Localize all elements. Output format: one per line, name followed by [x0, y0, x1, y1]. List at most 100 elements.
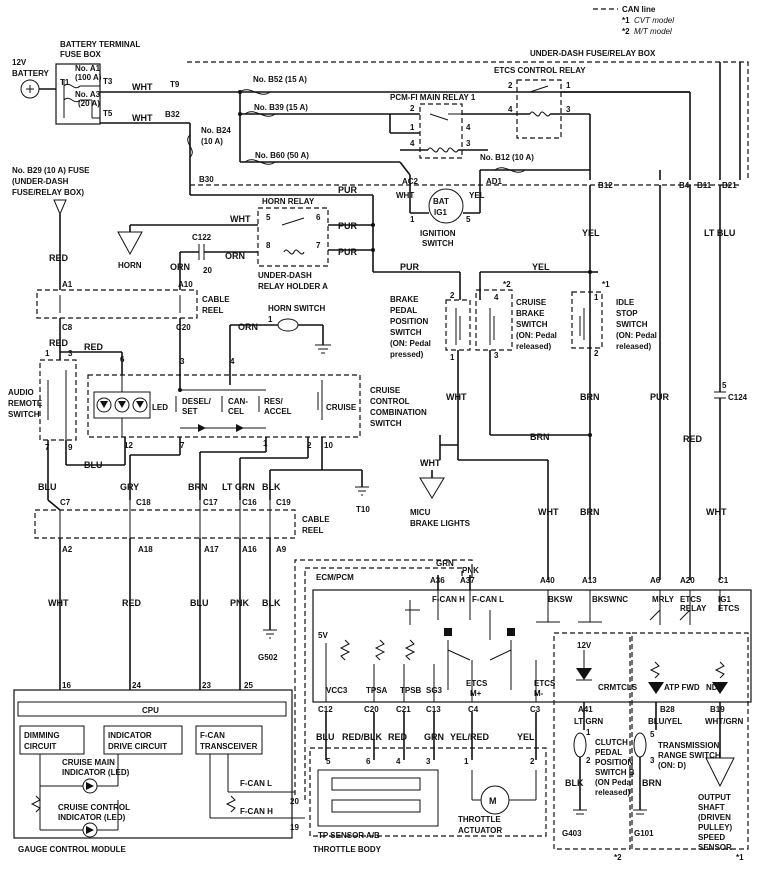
svg-text:REEL: REEL	[202, 306, 223, 315]
svg-text:A10: A10	[178, 280, 193, 289]
horn-switch: HORN SWITCH 1 ORN	[229, 304, 331, 375]
svg-text:WHT: WHT	[538, 507, 559, 517]
svg-text:released): released)	[516, 342, 551, 351]
svg-text:CIRCUIT: CIRCUIT	[24, 742, 57, 751]
svg-text:B4: B4	[679, 181, 690, 190]
svg-text:T10: T10	[356, 505, 370, 514]
svg-text:No. A3: No. A3	[75, 90, 101, 99]
svg-text:TRANSMISSION: TRANSMISSION	[658, 741, 720, 750]
svg-text:BATTERY: BATTERY	[12, 69, 50, 78]
svg-text:T5: T5	[103, 109, 113, 118]
svg-text:A36: A36	[430, 576, 445, 585]
svg-text:PUR: PUR	[400, 262, 420, 272]
svg-text:C122: C122	[192, 233, 212, 242]
svg-text:MICU: MICU	[410, 508, 431, 517]
svg-text:No. A1: No. A1	[75, 64, 101, 73]
svg-text:RELAY: RELAY	[680, 604, 707, 613]
svg-text:CRUISE: CRUISE	[516, 298, 547, 307]
svg-text:12V: 12V	[12, 58, 27, 67]
svg-text:7: 7	[316, 241, 321, 250]
svg-text:T3: T3	[103, 77, 113, 86]
svg-text:4: 4	[410, 139, 415, 148]
svg-text:A13: A13	[582, 576, 597, 585]
svg-text:SWITCH: SWITCH	[390, 328, 422, 337]
svg-text:WHT: WHT	[706, 507, 727, 517]
horn-relay: HORN RELAY 5 6 8 7 PUR PUR UNDER-DASH RE…	[257, 197, 373, 291]
svg-text:ETCS: ETCS	[534, 679, 556, 688]
svg-text:C17: C17	[203, 498, 218, 507]
svg-text:BRAKE LIGHTS: BRAKE LIGHTS	[410, 519, 471, 528]
svg-text:released): released)	[616, 342, 651, 351]
under-dash-box-label: UNDER-DASH FUSE/RELAY BOX	[530, 49, 656, 58]
svg-text:YEL: YEL	[469, 191, 485, 200]
svg-text:PCM-FI MAIN RELAY 1: PCM-FI MAIN RELAY 1	[390, 93, 476, 102]
svg-text:C1: C1	[718, 576, 729, 585]
svg-text:F-CAN H: F-CAN H	[240, 807, 273, 816]
svg-text:RED: RED	[388, 732, 408, 742]
audio-remote-switch: AUDIO REMOTE SWITCH 1 3 7 9 RED BLU BLU	[8, 342, 125, 500]
throttle-body: THROTTLE BODY BLU RED/BLK RED GRN YEL/RE…	[309, 712, 547, 854]
svg-text:BLU/YEL: BLU/YEL	[648, 717, 682, 726]
svg-text:20: 20	[203, 266, 212, 275]
svg-text:CLUTCH: CLUTCH	[595, 738, 628, 747]
svg-text:(100 A): (100 A)	[75, 73, 102, 82]
cruise-combination-switch: CRUISE CONTROL COMBINATION SWITCH 6 3 4 …	[87, 352, 427, 514]
svg-text:SWITCH: SWITCH	[370, 419, 402, 428]
svg-text:12: 12	[124, 441, 133, 450]
svg-text:(10 A): (10 A)	[201, 137, 223, 146]
svg-text:SWITCH: SWITCH	[8, 410, 40, 419]
svg-text:5: 5	[326, 757, 331, 766]
svg-text:(ON: Pedal: (ON: Pedal	[516, 331, 557, 340]
svg-text:CRUISE: CRUISE	[370, 386, 401, 395]
svg-text:IG1: IG1	[718, 595, 731, 604]
svg-text:CPU: CPU	[142, 706, 159, 715]
svg-text:WHT: WHT	[420, 458, 441, 468]
svg-text:C20: C20	[176, 323, 191, 332]
svg-text:SPEED: SPEED	[698, 833, 725, 842]
svg-text:*2: *2	[503, 280, 511, 289]
svg-text:LT BLU: LT BLU	[704, 228, 735, 238]
fuse-b24: No. B24 (10 A)	[187, 126, 231, 158]
svg-text:6: 6	[316, 213, 321, 222]
etcs-control-relay: ETCS CONTROL RELAY 2 1 4 3	[494, 66, 690, 180]
svg-text:BAT: BAT	[433, 197, 449, 206]
b12-yel-wire: YEL	[582, 185, 600, 580]
svg-text:4: 4	[466, 123, 471, 132]
svg-text:ACCEL: ACCEL	[264, 407, 292, 416]
transmission-range-switch: BLU/YEL 5 3 TRANSMISSION RANGE SWITCH (O…	[633, 702, 721, 838]
battery-terminal-fuse-box: BATTERY TERMINAL FUSE BOX T1 No. A1 (100…	[55, 40, 140, 125]
right-output-wires: PUR RED LT BLU 5 C124 WHT	[650, 185, 748, 580]
svg-text:BRN: BRN	[580, 507, 600, 517]
svg-text:10: 10	[324, 441, 333, 450]
svg-text:pressed): pressed)	[390, 350, 424, 359]
svg-text:PUR: PUR	[338, 221, 358, 231]
svg-text:ORN: ORN	[238, 322, 258, 332]
svg-text:BKSW: BKSW	[548, 595, 573, 604]
svg-text:SWITCH: SWITCH	[422, 239, 454, 248]
svg-text:RED/BLK: RED/BLK	[342, 732, 382, 742]
fuse-b39: No. B39 (15 A)	[238, 103, 390, 117]
svg-text:1: 1	[464, 757, 469, 766]
svg-text:CRMTCLS: CRMTCLS	[598, 683, 638, 692]
svg-text:A9: A9	[276, 545, 287, 554]
svg-text:FUSE BOX: FUSE BOX	[60, 50, 102, 59]
svg-text:C8: C8	[62, 323, 73, 332]
svg-text:ATP FWD: ATP FWD	[664, 683, 700, 692]
svg-text:ETCS: ETCS	[466, 679, 488, 688]
svg-text:TP SENSOR A/B: TP SENSOR A/B	[318, 831, 380, 840]
svg-text:3: 3	[466, 139, 471, 148]
micu-brake-lights: WHT MICU BRAKE LIGHTS	[410, 458, 471, 528]
horn: WHT HORN	[117, 214, 258, 270]
svg-text:BRN: BRN	[642, 778, 662, 788]
svg-text:5: 5	[466, 215, 471, 224]
svg-text:C16: C16	[242, 498, 257, 507]
svg-text:IGNITION: IGNITION	[420, 229, 456, 238]
svg-text:A18: A18	[138, 545, 153, 554]
svg-text:GRN: GRN	[424, 732, 444, 742]
svg-text:F-CAN L: F-CAN L	[472, 595, 504, 604]
svg-text:3: 3	[566, 105, 571, 114]
svg-text:CAN-: CAN-	[228, 397, 248, 406]
svg-text:WHT: WHT	[132, 82, 153, 92]
svg-text:5V: 5V	[318, 631, 328, 640]
svg-text:IG1: IG1	[434, 208, 447, 217]
